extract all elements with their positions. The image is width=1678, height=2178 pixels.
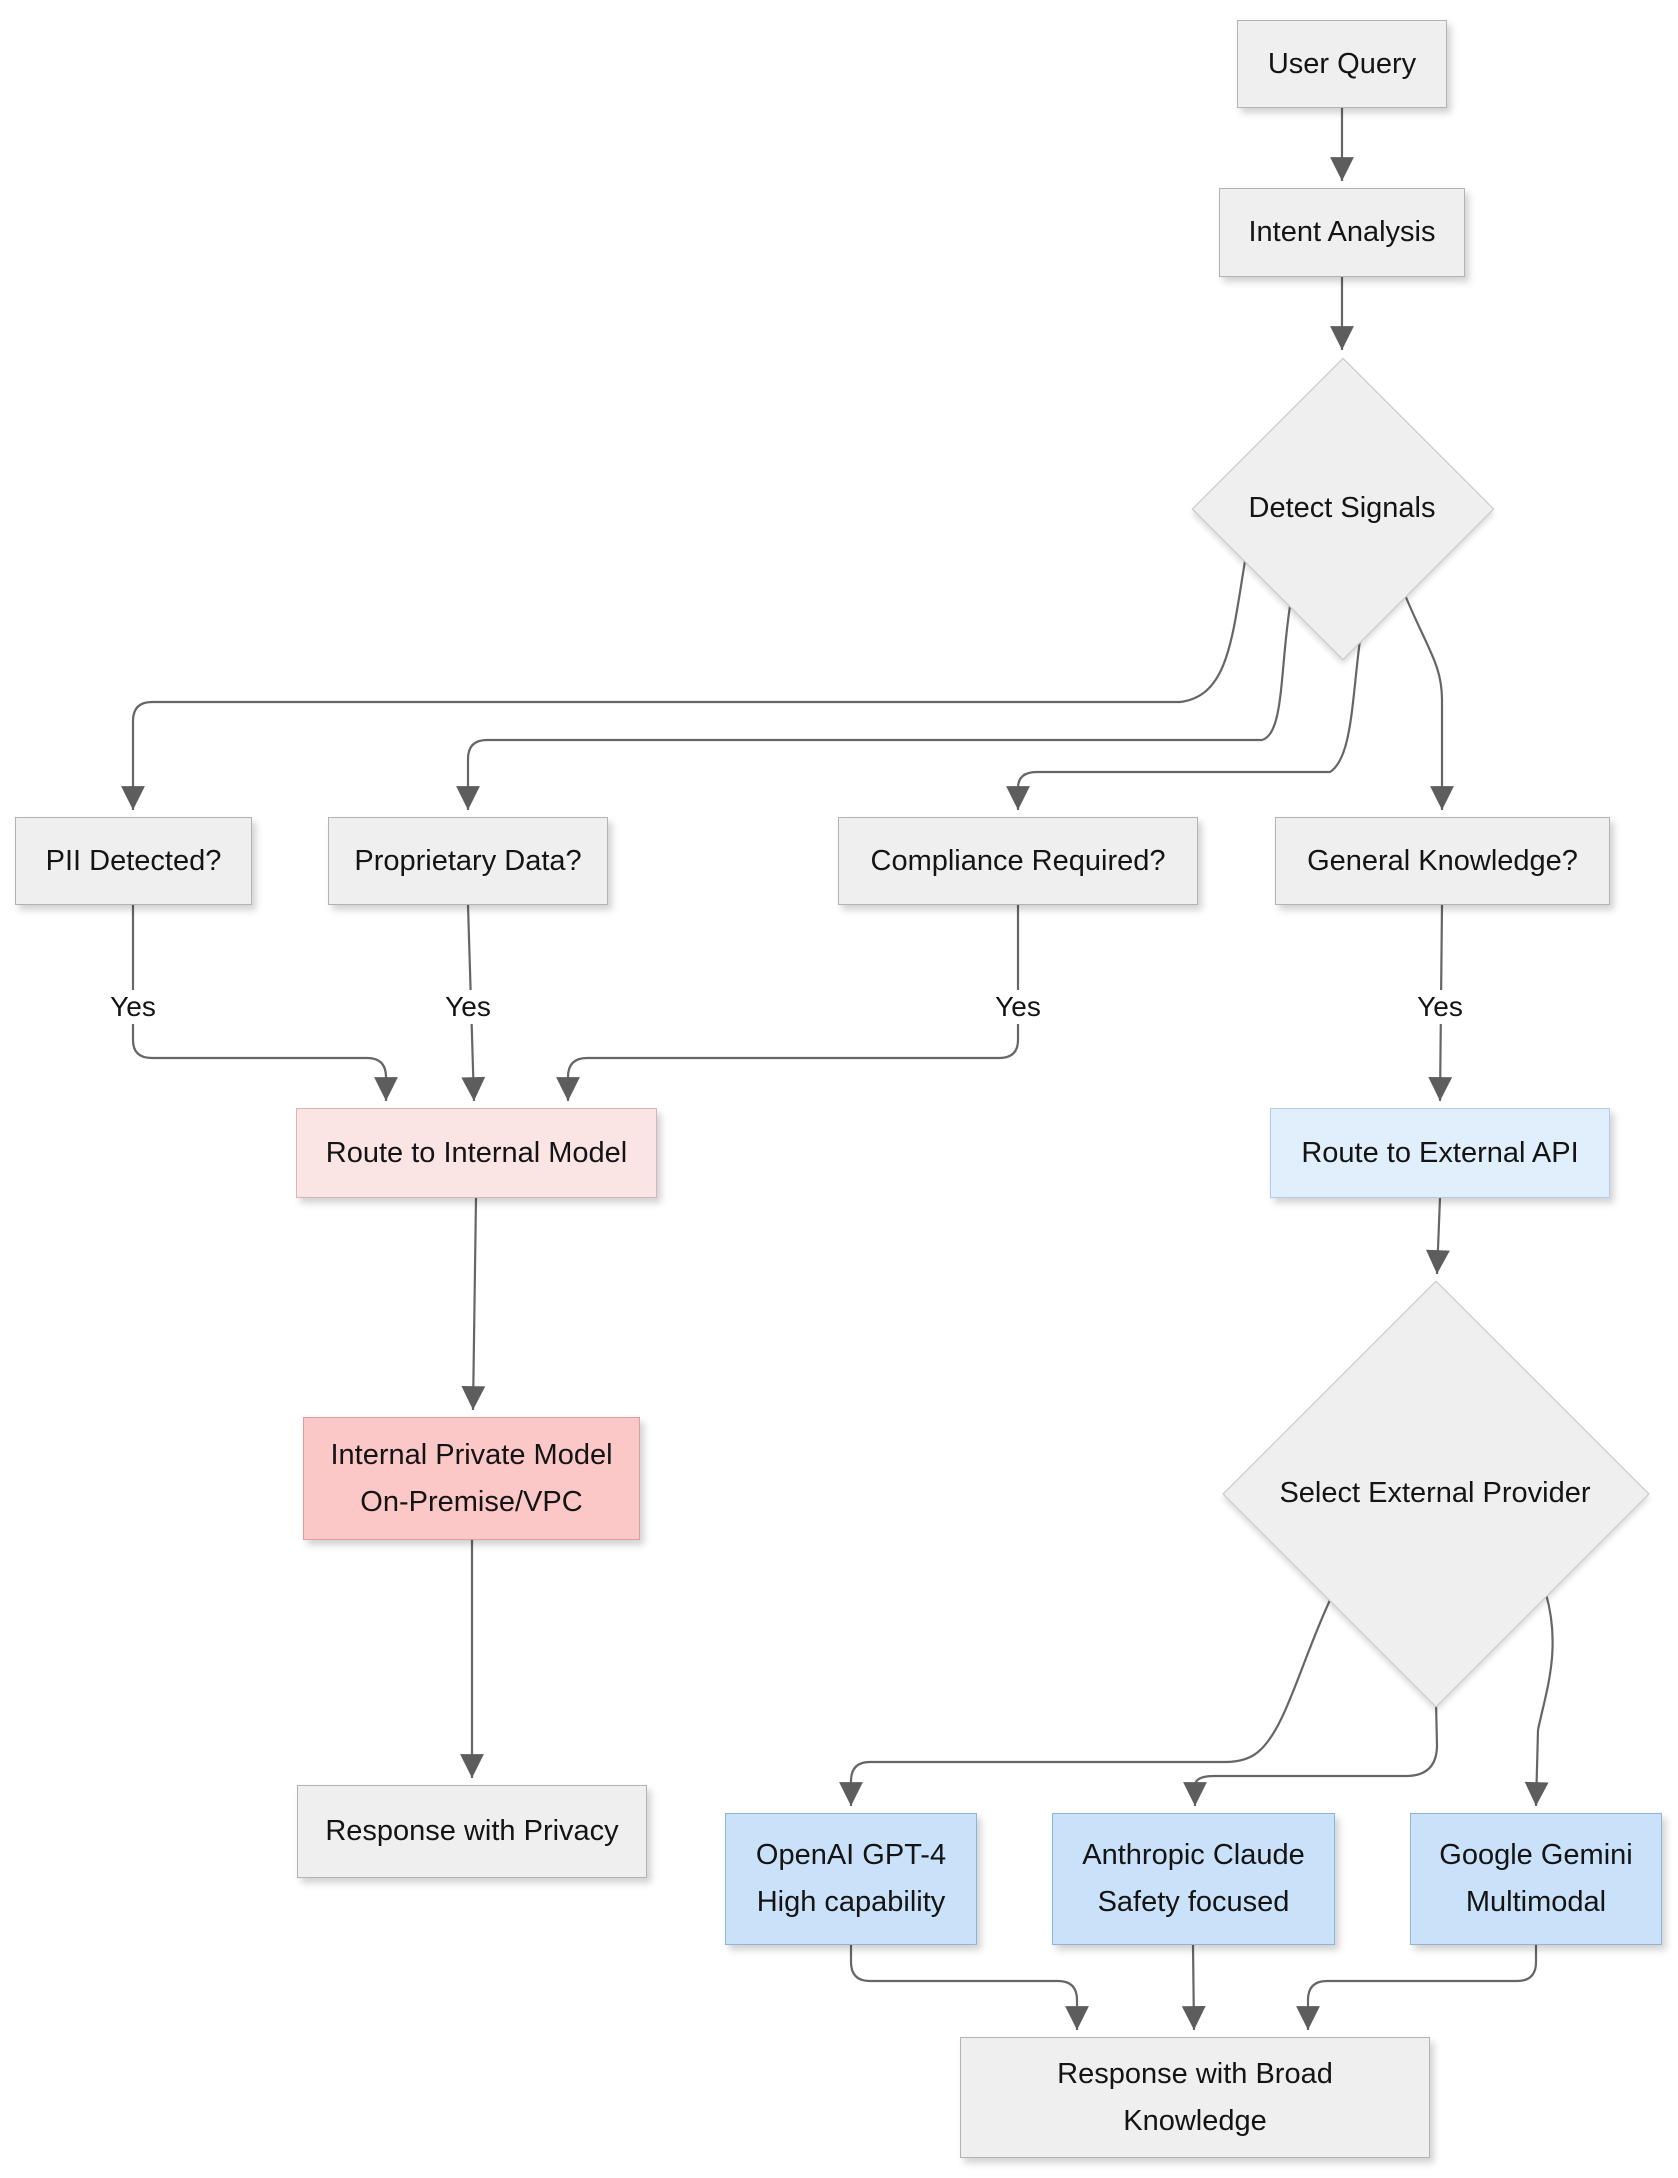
- node-google-gemini-line2: Multimodal: [1465, 1886, 1607, 1918]
- node-internal-private-model-line2: On-Premise/VPC: [360, 1485, 583, 1518]
- node-response-broad-line2: Knowledge: [1123, 2104, 1267, 2137]
- node-openai-gpt4-line2: High capability: [756, 1886, 946, 1918]
- node-proprietary-data: Proprietary Data?: [328, 817, 608, 905]
- node-pii-detected: PII Detected?: [15, 817, 252, 905]
- edge-detect-to-pii: [121, 560, 1247, 810]
- edge-select-provider-to-openai: [839, 1599, 1331, 1806]
- node-openai-gpt4-line1: OpenAI GPT-4: [755, 1839, 947, 1871]
- node-internal-private-model-line1: Internal Private Model: [330, 1438, 613, 1471]
- edge-label-proprietary-yes: Yes: [435, 990, 501, 1024]
- node-response-privacy: Response with Privacy: [297, 1785, 647, 1878]
- node-anthropic-claude: Anthropic Claude Safety focused: [1052, 1813, 1335, 1945]
- node-user-query: User Query: [1237, 20, 1447, 108]
- edge-detect-to-general: [1403, 594, 1454, 810]
- edge-label-compliance-yes: Yes: [985, 990, 1051, 1024]
- edge-route-external-to-select-provider: [1426, 1197, 1450, 1275]
- edge-label-general-yes: Yes: [1407, 990, 1473, 1024]
- edge-route-internal-to-internal-model: [461, 1197, 486, 1411]
- node-google-gemini-line1: Google Gemini: [1439, 1839, 1633, 1871]
- edge-pii-yes-to-route-internal: [131, 905, 398, 1101]
- edge-select-provider-to-anthropic: [1183, 1702, 1439, 1806]
- node-compliance-required: Compliance Required?: [838, 817, 1198, 905]
- node-response-broad-line1: Response with Broad: [1057, 2057, 1333, 2090]
- edge-compliance-yes-to-route-internal: [556, 905, 1020, 1101]
- edge-google-to-response-broad: [1296, 1945, 1538, 2030]
- node-anthropic-claude-line2: Safety focused: [1097, 1886, 1290, 1918]
- node-google-gemini: Google Gemini Multimodal: [1410, 1813, 1662, 1945]
- node-response-broad: Response with Broad Knowledge: [960, 2037, 1430, 2158]
- edge-openai-to-response-broad: [849, 1945, 1089, 2030]
- node-intent-analysis: Intent Analysis: [1219, 188, 1465, 277]
- edge-anthropic-to-response-broad: [1181, 1944, 1206, 2031]
- node-anthropic-claude-line1: Anthropic Claude: [1082, 1839, 1305, 1871]
- edge-select-provider-to-google: [1524, 1593, 1554, 1807]
- edge-detect-to-proprietary: [456, 605, 1292, 810]
- edge-label-pii-yes: Yes: [100, 990, 166, 1024]
- node-internal-private-model: Internal Private Model On-Premise/VPC: [303, 1417, 640, 1540]
- node-route-internal: Route to Internal Model: [296, 1108, 657, 1198]
- node-route-external: Route to External API: [1270, 1108, 1610, 1198]
- edge-detect-to-compliance: [1006, 639, 1362, 810]
- node-openai-gpt4: OpenAI GPT-4 High capability: [725, 1813, 977, 1945]
- node-general-knowledge: General Knowledge?: [1275, 817, 1610, 905]
